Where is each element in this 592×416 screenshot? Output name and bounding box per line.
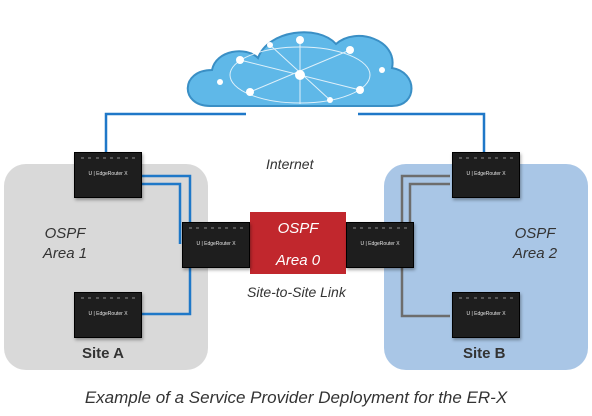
router-brand: U | EdgeRouter X [466, 171, 506, 177]
site-b-area-label: OSPF Area 2 [500, 224, 570, 264]
area-0-label: Area 0 [275, 252, 321, 269]
ospf-label: OSPF [277, 220, 319, 237]
site-b-area-line-2: Area 2 [512, 245, 558, 262]
internet-cloud-icon [186, 31, 413, 107]
site-b-label: Site B [463, 345, 506, 362]
router-brand: U | EdgeRouter X [88, 171, 128, 177]
router-site-a-edge: U | EdgeRouter X [182, 222, 250, 268]
internet-label: Internet [266, 156, 314, 172]
router-site-b-top: U | EdgeRouter X [452, 152, 520, 198]
router-site-a-top: U | EdgeRouter X [74, 152, 142, 198]
site-a-area-line-2: Area 1 [42, 245, 88, 262]
router-brand: U | EdgeRouter X [196, 241, 236, 247]
router-site-b-edge: U | EdgeRouter X [346, 222, 414, 268]
site-a-area-label: OSPF Area 1 [30, 224, 100, 264]
site-a-area-line-1: OSPF [44, 225, 86, 242]
router-site-a-bottom: U | EdgeRouter X [74, 292, 142, 338]
router-site-b-bottom: U | EdgeRouter X [452, 292, 520, 338]
router-brand: U | EdgeRouter X [466, 311, 506, 317]
site-to-site-link-label: Site-to-Site Link [247, 284, 346, 300]
site-b-area-line-1: OSPF [514, 225, 556, 242]
router-brand: U | EdgeRouter X [88, 311, 128, 317]
site-a-label: Site A [82, 345, 124, 362]
ospf-area-0-box: OSPF Area 0 [250, 212, 346, 274]
figure-caption: Example of a Service Provider Deployment… [84, 388, 508, 407]
router-brand: U | EdgeRouter X [360, 241, 400, 247]
